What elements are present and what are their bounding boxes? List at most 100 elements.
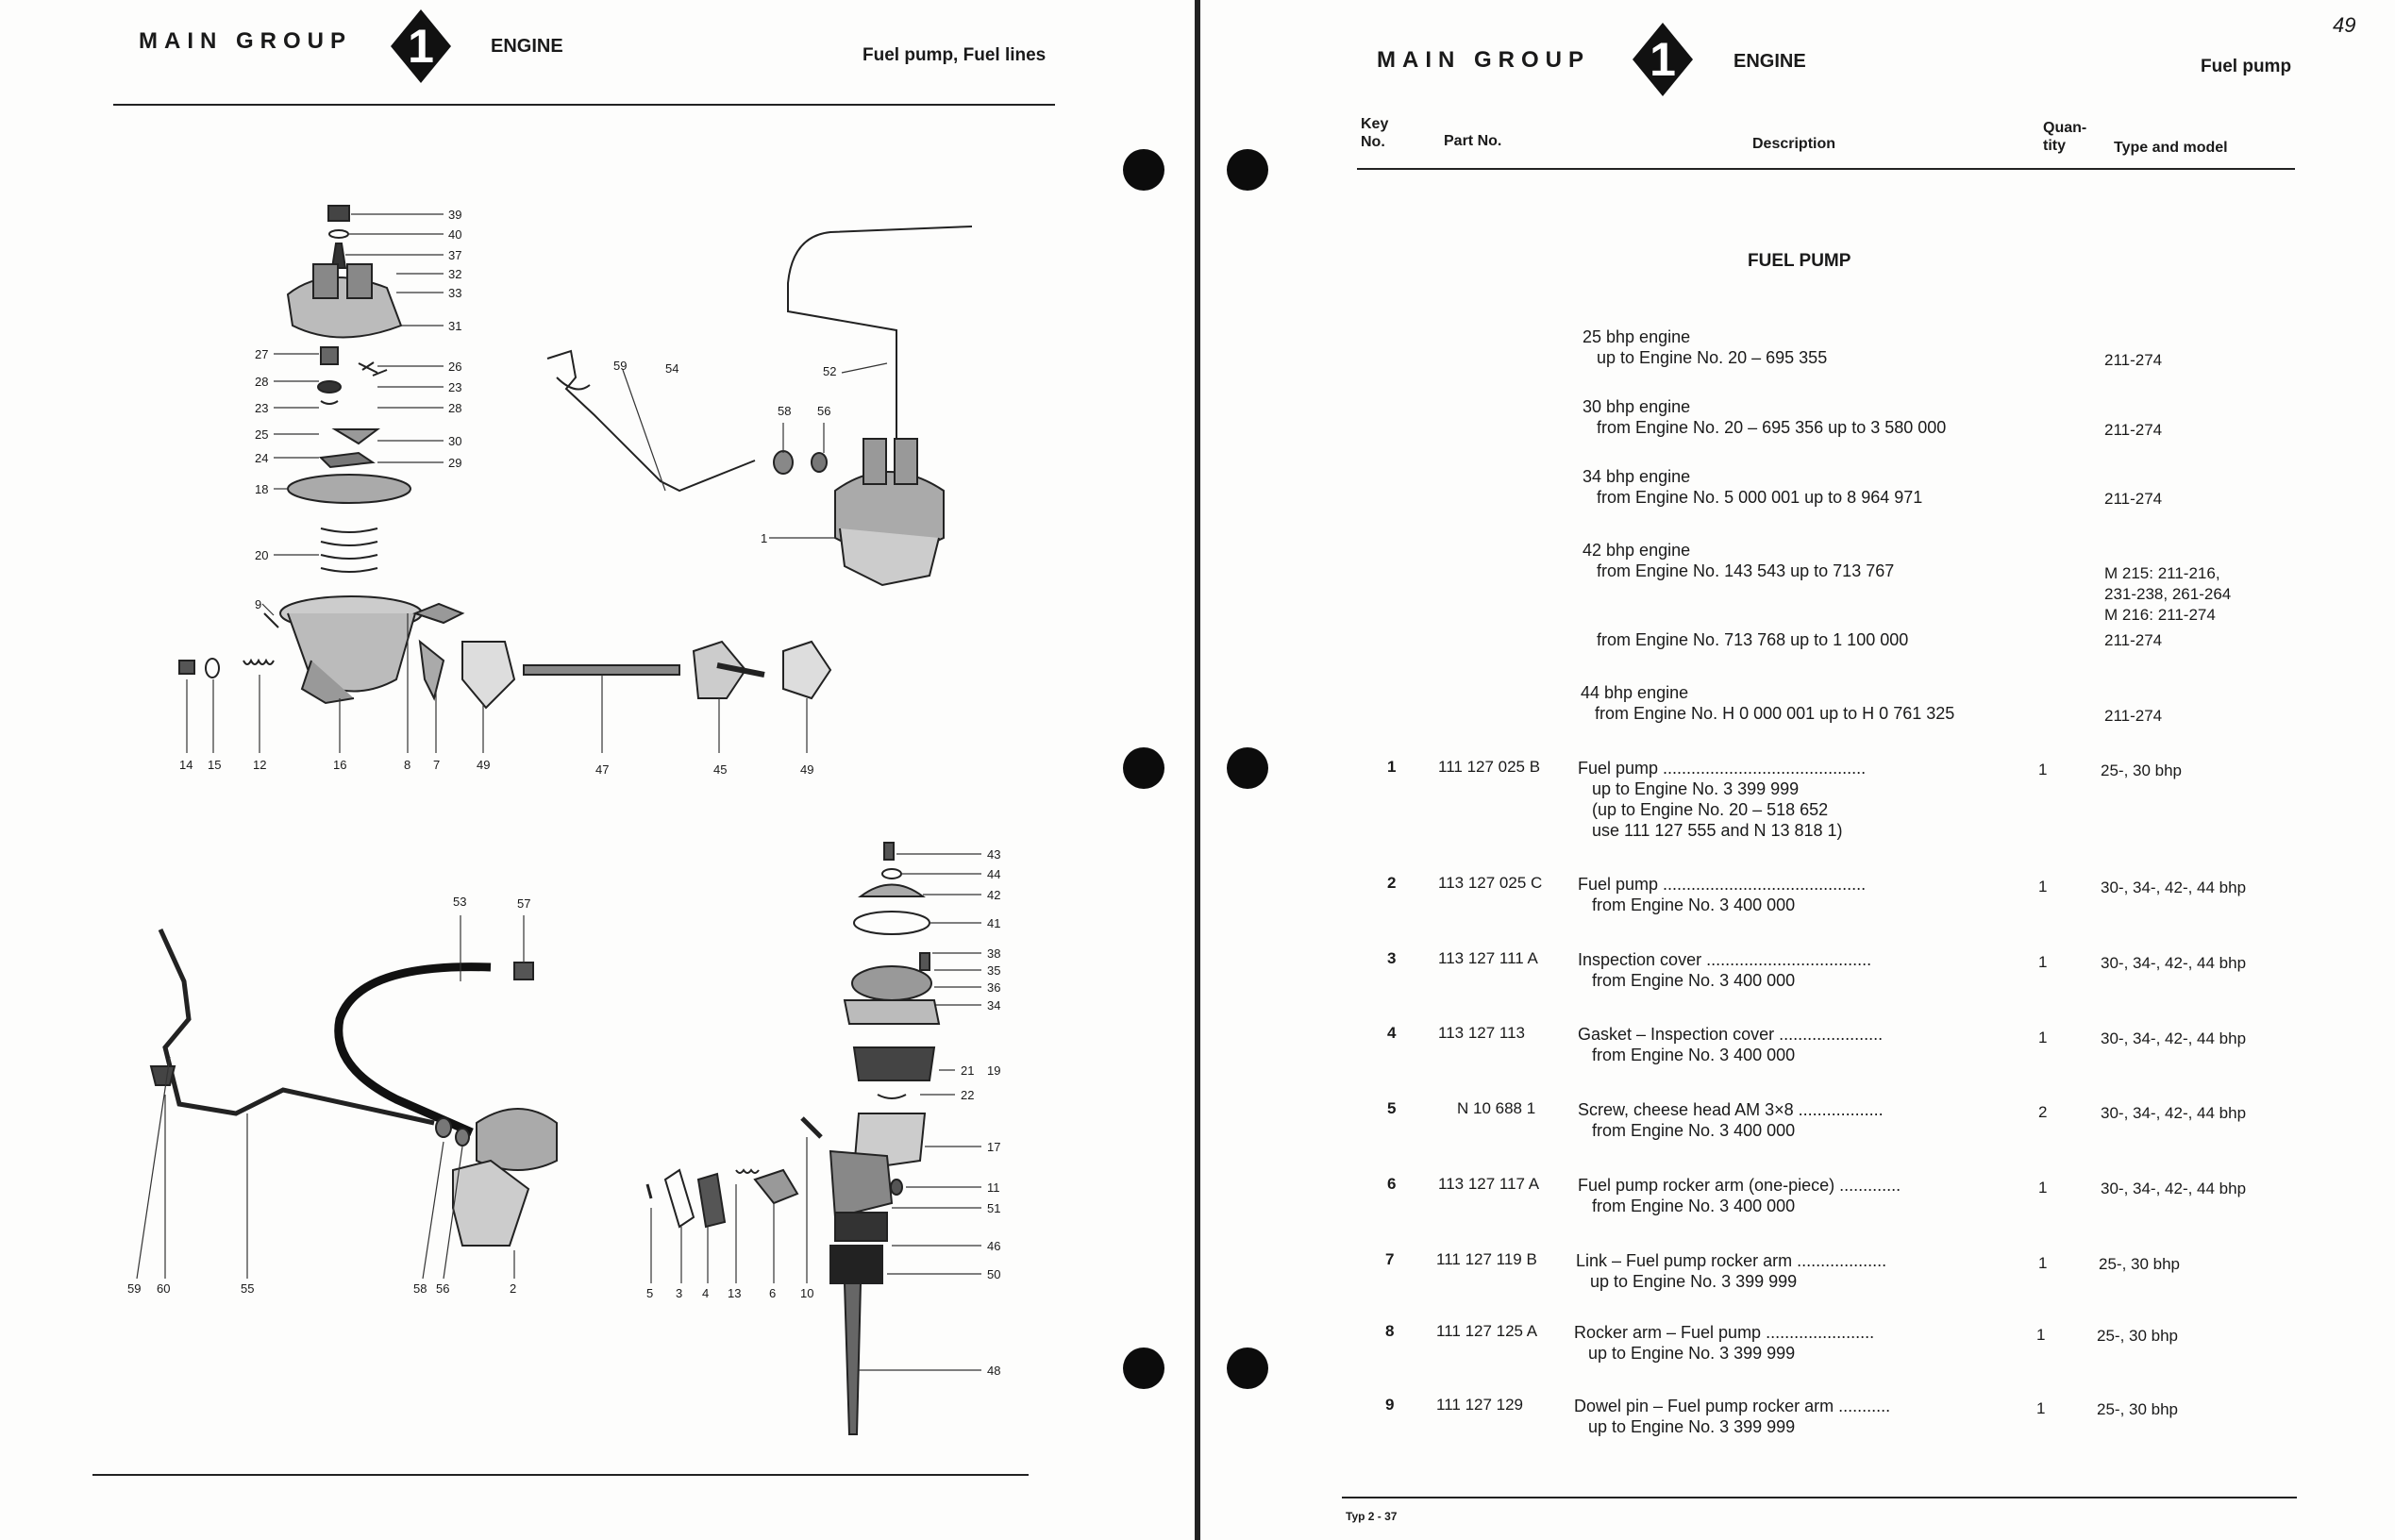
- callout-label: 38: [987, 946, 1000, 961]
- row-part-no: 113 127 113: [1438, 1024, 1526, 1042]
- col-header-key: Key No.: [1361, 116, 1389, 150]
- callout-label: 60: [157, 1281, 170, 1296]
- callout-label: 32: [448, 267, 461, 281]
- section-title: Fuel pump: [2201, 57, 2292, 76]
- callout-label: 21: [961, 1063, 974, 1078]
- callout-label: 23: [255, 401, 268, 415]
- row-part-no: N 10 688 1: [1457, 1099, 1536, 1117]
- callout-label: 40: [448, 227, 461, 242]
- callout-label: 15: [208, 758, 221, 772]
- engine-range-type: 211-274: [2104, 490, 2163, 508]
- header-rule: [1357, 168, 2295, 170]
- callout-label: 41: [987, 916, 1000, 930]
- row-quantity: 1: [2038, 1029, 2048, 1046]
- col-header-type: Type and model: [2114, 140, 2228, 156]
- binder-hole: [1227, 149, 1268, 191]
- footer-rule: [1342, 1497, 2297, 1498]
- left-page: MAIN GROUP 1 ENGINE Fuel pump, Fuel line…: [0, 0, 1197, 1540]
- callout-label: 59: [613, 359, 627, 373]
- engine-heading: ENGINE: [491, 36, 563, 57]
- row-quantity: 1: [2036, 1399, 2046, 1417]
- row-description: Inspection cover .......................…: [1578, 950, 1872, 990]
- row-part-no: 113 127 025 C: [1438, 874, 1543, 892]
- callout-label: 42: [987, 888, 1000, 902]
- row-key: 4: [1387, 1024, 1397, 1042]
- callout-label: 17: [987, 1140, 1000, 1154]
- binder-hole: [1123, 747, 1164, 789]
- callout-label: 7: [433, 758, 440, 772]
- callout-label: 13: [728, 1286, 741, 1300]
- engine-range-text: 25 bhp engine up to Engine No. 20 – 695 …: [1583, 327, 1828, 367]
- callout-label: 10: [800, 1286, 813, 1300]
- callout-label: 25: [255, 427, 268, 442]
- engine-range-type: M 215: 211-216, 231-238, 261-264 M 216: …: [2104, 564, 2232, 624]
- row-key: 8: [1385, 1322, 1395, 1340]
- row-key: 9: [1385, 1396, 1395, 1414]
- callout-label: 16: [333, 758, 346, 772]
- engine-range-text: 34 bhp engine from Engine No. 5 000 001 …: [1583, 467, 1923, 507]
- section-title: Fuel pump, Fuel lines: [863, 45, 1047, 65]
- callout-label: 49: [477, 758, 490, 772]
- exploded-parts-diagram: 39 40 37 32 33 31 26 23 28 30 29 27 28 2…: [127, 205, 1000, 1435]
- callout-label: 51: [987, 1201, 1000, 1215]
- callout-label: 33: [448, 286, 461, 300]
- col-header-quantity: Quan- tity: [2043, 120, 2087, 154]
- callout-label: 52: [823, 364, 836, 378]
- callout-label: 31: [448, 319, 461, 333]
- row-quantity: 1: [2036, 1326, 2046, 1344]
- fuel-line-assembly: [546, 226, 973, 587]
- row-type: 25-, 30 bhp: [2101, 762, 2183, 779]
- binder-hole: [1123, 149, 1164, 191]
- row-type: 30-, 34-, 42-, 44 bhp: [2101, 1104, 2247, 1122]
- callout-label: 22: [961, 1088, 974, 1102]
- row-description: Rocker arm – Fuel pump .................…: [1574, 1323, 1875, 1363]
- callout-label: 5: [646, 1286, 653, 1300]
- callout-label: 9: [255, 597, 261, 611]
- row-type: 30-, 34-, 42-, 44 bhp: [2101, 1180, 2247, 1197]
- callout-label: 49: [800, 762, 813, 777]
- binder-hole: [1227, 747, 1268, 789]
- callout-label: 19: [987, 1063, 1000, 1078]
- callout-label: 2: [510, 1281, 516, 1296]
- row-key: 2: [1387, 874, 1397, 892]
- callout-label: 27: [255, 347, 268, 361]
- callout-label: 39: [448, 208, 461, 222]
- engine-range-type: 211-274: [2104, 631, 2163, 649]
- callout-label: 47: [595, 762, 609, 777]
- row-key: 6: [1387, 1175, 1397, 1193]
- callout-label: 34: [987, 998, 1000, 1013]
- header-rule: [113, 104, 1055, 106]
- callout-label: 48: [987, 1364, 1000, 1378]
- engine-heading: ENGINE: [1733, 51, 1806, 72]
- callout-label: 43: [987, 847, 1000, 862]
- row-quantity: 1: [2038, 953, 2048, 971]
- callout-label: 28: [255, 375, 268, 389]
- right-page: MAIN GROUP 1 ENGINE Fuel pump 49 Key No.…: [1200, 0, 2395, 1540]
- callout-label: 46: [987, 1239, 1000, 1253]
- callout-label: 45: [713, 762, 727, 777]
- engine-range-type: 211-274: [2104, 421, 2163, 439]
- engine-range-text: 30 bhp engine from Engine No. 20 – 695 3…: [1583, 397, 1947, 437]
- engine-range-text: from Engine No. 713 768 up to 1 100 000: [1583, 630, 1909, 649]
- row-key: 3: [1387, 949, 1397, 967]
- callout-label: 3: [676, 1286, 682, 1300]
- row-type: 30-, 34-, 42-, 44 bhp: [2101, 954, 2247, 972]
- row-key: 1: [1387, 758, 1397, 776]
- row-quantity: 2: [2038, 1103, 2048, 1121]
- page-mark: 49: [2333, 13, 2356, 37]
- callout-label: 59: [127, 1281, 141, 1296]
- callout-label: 20: [255, 548, 268, 562]
- main-group-heading: MAIN GROUP: [139, 28, 352, 54]
- callout-label: 57: [517, 896, 530, 911]
- row-description: Fuel pump ..............................…: [1578, 875, 1867, 914]
- engine-range-text: 44 bhp engine from Engine No. H 0 000 00…: [1581, 683, 1955, 723]
- col-header-part: Part No.: [1444, 133, 1502, 149]
- col-header-description: Description: [1752, 136, 1836, 152]
- callout-label: 11: [987, 1180, 1000, 1195]
- callout-label: 35: [987, 963, 1000, 978]
- row-part-no: 111 127 025 B: [1438, 758, 1541, 776]
- callout-label: 58: [778, 404, 791, 418]
- callout-label: 28: [448, 401, 461, 415]
- pump-bottom-row: [178, 639, 832, 710]
- vertical-exploded-stack: [645, 842, 941, 1435]
